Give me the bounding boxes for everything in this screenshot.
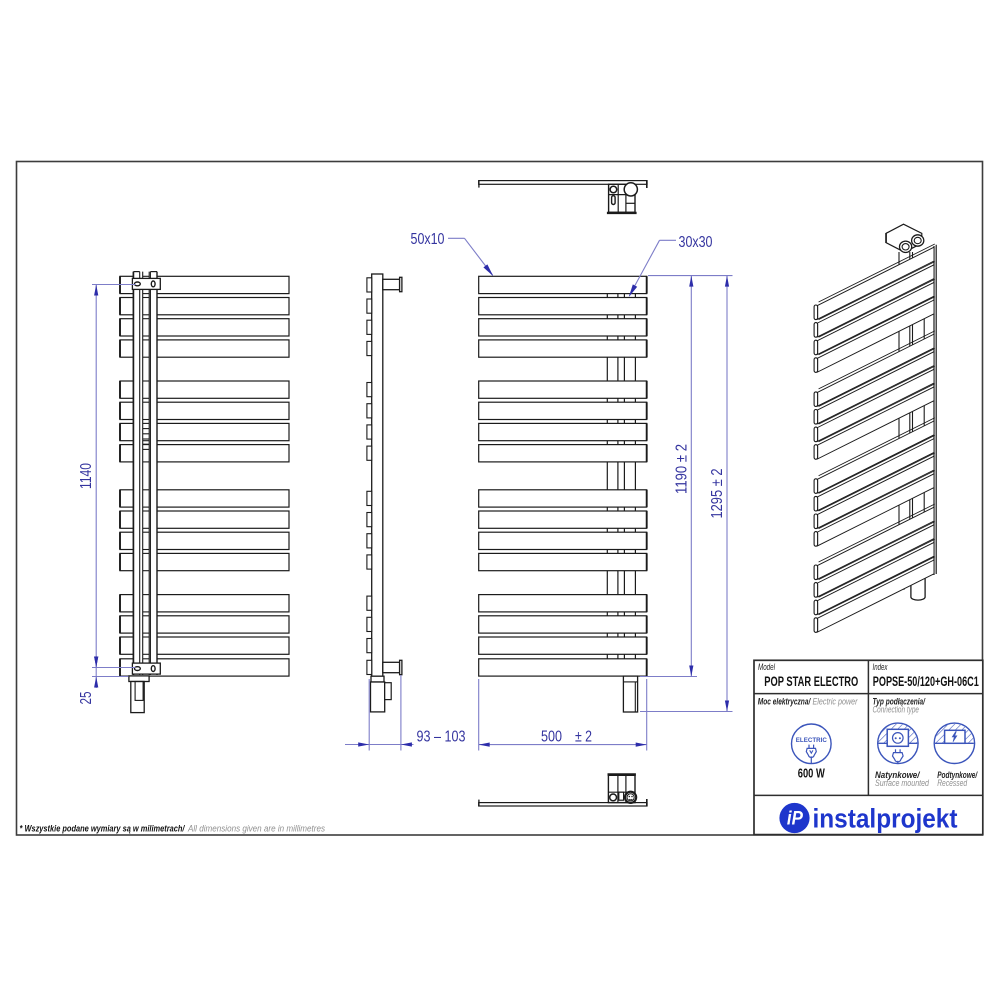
svg-text:Recessed: Recessed [937,778,967,789]
svg-text:500: 500 [541,729,562,746]
svg-text:ELECTRIC: ELECTRIC [796,737,828,744]
svg-text:Natynkowe/: Natynkowe/ [875,770,921,781]
svg-text:± 2: ± 2 [575,729,592,746]
svg-text:93 – 103: 93 – 103 [417,729,466,746]
svg-text:Moc elektryczna/: Moc elektryczna/ [758,697,811,708]
svg-text:Connection type: Connection type [873,704,920,715]
svg-text:POP STAR ELECTRO: POP STAR ELECTRO [764,674,858,689]
svg-text:600 W: 600 W [798,765,826,780]
svg-text:30x30: 30x30 [679,234,713,251]
svg-text:Index: Index [873,662,889,673]
svg-text:POPSE-50/120+GH-06C1: POPSE-50/120+GH-06C1 [873,674,979,689]
svg-text:iP: iP [787,809,803,830]
svg-text:instalprojekt: instalprojekt [813,803,958,833]
svg-text:Typ podłączenia/: Typ podłączenia/ [873,697,926,708]
svg-text:Electric power: Electric power [813,697,859,708]
svg-text:Surface mounted: Surface mounted [875,778,929,789]
svg-text:All dimensions given are in mi: All dimensions given are in millimetres [187,823,325,834]
svg-text:25: 25 [78,691,95,704]
svg-text:* Wszystkie podane wymiary są: * Wszystkie podane wymiary są w milimetr… [20,823,186,834]
svg-text:1190 ± 2: 1190 ± 2 [674,444,691,494]
svg-text:50x10: 50x10 [411,231,445,248]
svg-text:Model: Model [758,662,776,673]
svg-text:1140: 1140 [78,463,95,489]
svg-text:Podtynkowe/: Podtynkowe/ [937,770,978,781]
svg-text:1295 ± 2: 1295 ± 2 [709,468,726,518]
